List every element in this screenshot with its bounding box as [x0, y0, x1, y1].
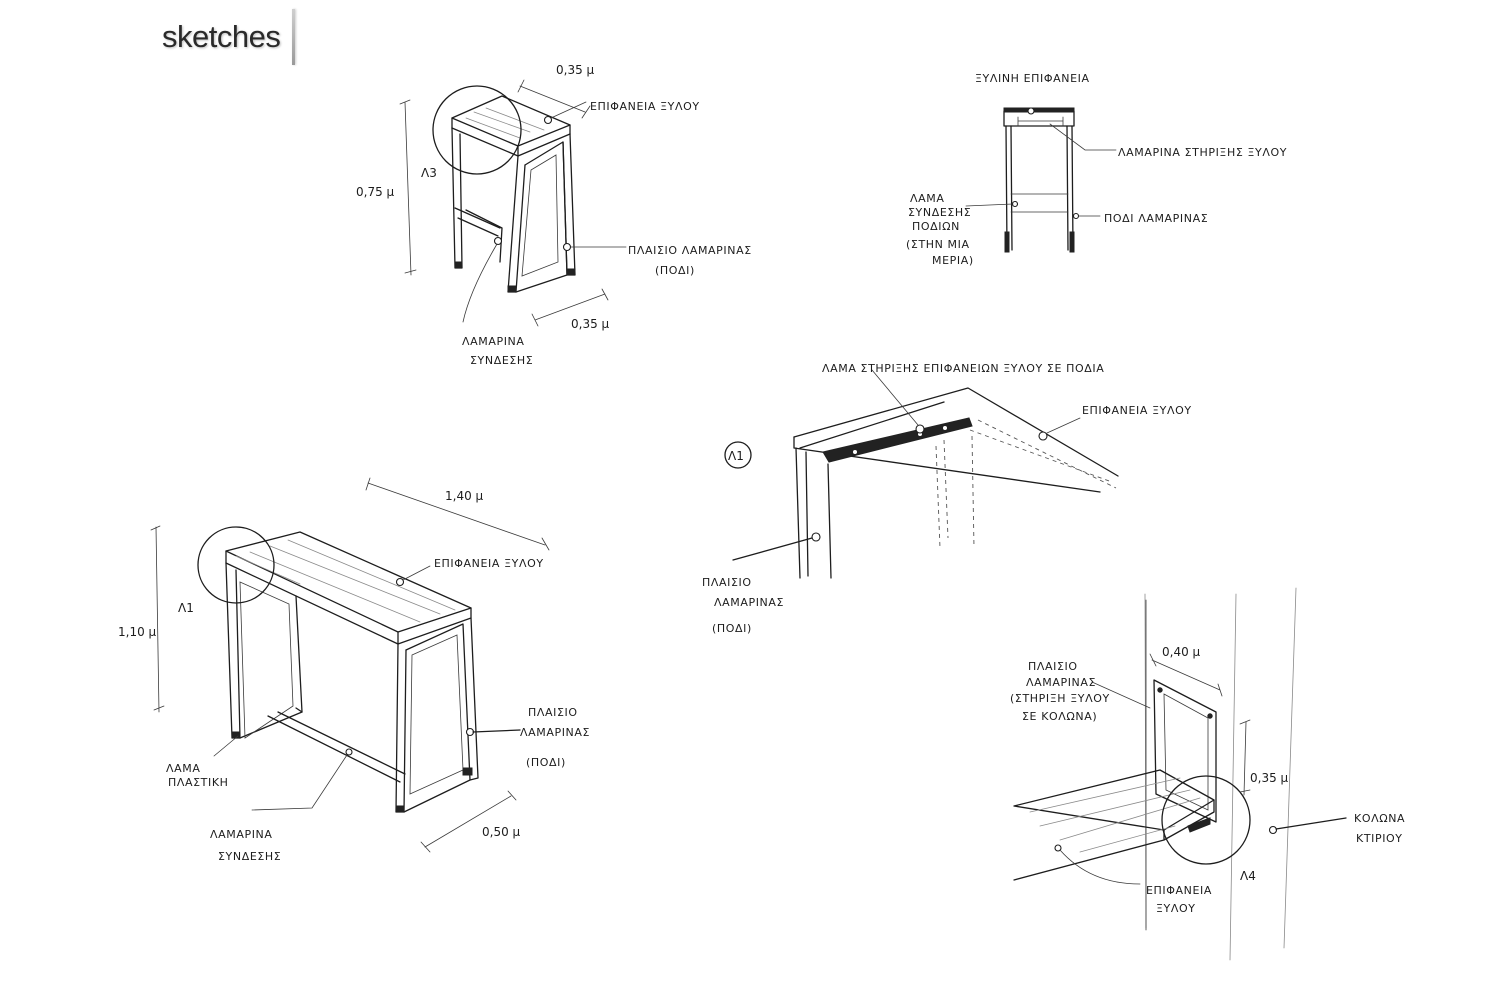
stool-label-top: ΕΠΙΦΑΝΕΙΑ ΞΥΛΟΥ: [590, 100, 700, 113]
detail-l1-label-top: ΕΠΙΦΑΝΕΙΑ ΞΥΛΟΥ: [1082, 404, 1192, 417]
detail-l4-label-top-2: ΞΥΛΟΥ: [1156, 902, 1196, 915]
detail-l4-label-top-1: ΕΠΙΦΑΝΕΙΑ: [1146, 884, 1212, 897]
stool-dim-height: 0,75 μ: [356, 185, 395, 199]
table-detail-ref: Λ1: [178, 601, 194, 615]
table-label-link-1: ΛΑΜΑΡΙΝΑ: [210, 828, 273, 841]
stool-detail-ref: Λ3: [421, 166, 437, 180]
section-label-flat-5: ΜΕΡΙΑ): [932, 254, 974, 267]
detail-l1-label-frame-2: ΛΑΜΑΡΙΝΑΣ: [714, 596, 784, 609]
detail-l1-label-flat: ΛΑΜΑ ΣΤΗΡΙΞΗΣ ΕΠΙΦΑΝΕΙΩΝ ΞΥΛΟΥ ΣΕ ΠΟΔΙΑ: [822, 362, 1104, 375]
table-label-frame-2: ΛΑΜΑΡΙΝΑΣ: [520, 726, 590, 739]
table-label-frame-3: (ΠΟΔΙ): [526, 756, 566, 769]
section-label-support: ΛΑΜΑΡΙΝΑ ΣΤΗΡΙΞΗΣ ΞΥΛΟΥ: [1118, 146, 1287, 159]
section-label-flat-4: (ΣΤΗΝ ΜΙΑ: [906, 238, 970, 251]
section-label-flat-2: ΣΥΝΔΕΣΗΣ: [908, 206, 971, 219]
stool-dim-depth: 0,35 μ: [556, 63, 595, 77]
stool-label-link-2: ΣΥΝΔΕΣΗΣ: [470, 354, 533, 367]
table-label-frame-1: ΠΛΑΙΣΙΟ: [528, 706, 578, 719]
detail-l4-label-frame-2: ΛΑΜΑΡΙΝΑΣ: [1026, 676, 1096, 689]
page-header: sketches: [152, 8, 296, 66]
detail-l4-label-frame-3: (ΣΤΗΡΙΞΗ ΞΥΛΟΥ: [1010, 692, 1110, 705]
detail-l1-sketch: Λ1 ΛΑΜΑ ΣΤΗΡΙΞΗΣ ΕΠΙΦΑΝΕΙΩΝ ΞΥΛΟΥ ΣΕ ΠΟΔ…: [702, 362, 1192, 635]
table-label-link-2: ΣΥΝΔΕΣΗΣ: [218, 850, 281, 863]
section-sketch: ΞΥΛΙΝΗ ΕΠΙΦΑΝΕΙΑ ΛΑΜΑΡΙΝΑ ΣΤΗΡΙΞΗΣ ΞΥΛΟΥ…: [906, 72, 1287, 267]
detail-l4-label-column-1: ΚΟΛΩΝΑ: [1354, 812, 1405, 825]
section-label-top: ΞΥΛΙΝΗ ΕΠΙΦΑΝΕΙΑ: [975, 72, 1090, 85]
detail-l4-label-frame-4: ΣΕ ΚΟΛΩΝΑ): [1022, 710, 1097, 723]
page-title: sketches: [162, 19, 281, 54]
stool-dim-width: 0,35 μ: [571, 317, 610, 331]
detail-l4-sketch: Λ4 0,40 μ 0,35 μ ΠΛΑΙΣΙΟ ΛΑΜΑΡΙΝΑΣ (ΣΤΗΡ…: [1010, 587, 1405, 961]
header-divider: [292, 9, 296, 65]
section-label-flat-3: ΠΟΔΙΩΝ: [912, 220, 960, 233]
table-label-flat-2: ΠΛΑΣΤΙΚΗ: [168, 776, 229, 789]
detail-l4-dim-height: 0,35 μ: [1250, 771, 1289, 785]
table-label-top: ΕΠΙΦΑΝΕΙΑ ΞΥΛΟΥ: [434, 557, 544, 570]
table-label-flat-1: ΛΑΜΑ: [166, 762, 200, 775]
table-dim-width: 0,50 μ: [482, 825, 521, 839]
section-label-leg: ΠΟΔΙ ΛΑΜΑΡΙΝΑΣ: [1104, 212, 1208, 225]
table-sketch: Λ1 1,10 μ 1,40 μ 0,50 μ ΕΠΙΦΑΝΕΙΑ ΞΥΛΟΥ …: [118, 477, 590, 863]
stool-label-frame-2: (ΠΟΔΙ): [655, 264, 695, 277]
section-label-flat-1: ΛΑΜΑ: [910, 192, 944, 205]
stool-sketch: Λ3 0,75 μ 0,35 μ 0,35 μ ΕΠΙΦΑΝΕΙΑ ΞΥΛΟΥ …: [356, 63, 752, 367]
detail-l1-label-frame-1: ΠΛΑΙΣΙΟ: [702, 576, 752, 589]
detail-l4-label-column-2: ΚΤΙΡΙΟΥ: [1356, 832, 1403, 845]
stool-label-link-1: ΛΑΜΑΡΙΝΑ: [462, 335, 525, 348]
detail-l1-label-frame-3: (ΠΟΔΙ): [712, 622, 752, 635]
detail-l4-label-frame-1: ΠΛΑΙΣΙΟ: [1028, 660, 1078, 673]
detail-l1-ref: Λ1: [728, 449, 744, 463]
stool-label-frame-1: ΠΛΑΙΣΙΟ ΛΑΜΑΡΙΝΑΣ: [628, 244, 752, 257]
detail-l4-ref: Λ4: [1240, 869, 1256, 883]
table-dim-length: 1,40 μ: [445, 489, 484, 503]
table-dim-height: 1,10 μ: [118, 625, 157, 639]
detail-l4-dim-width: 0,40 μ: [1162, 645, 1201, 659]
